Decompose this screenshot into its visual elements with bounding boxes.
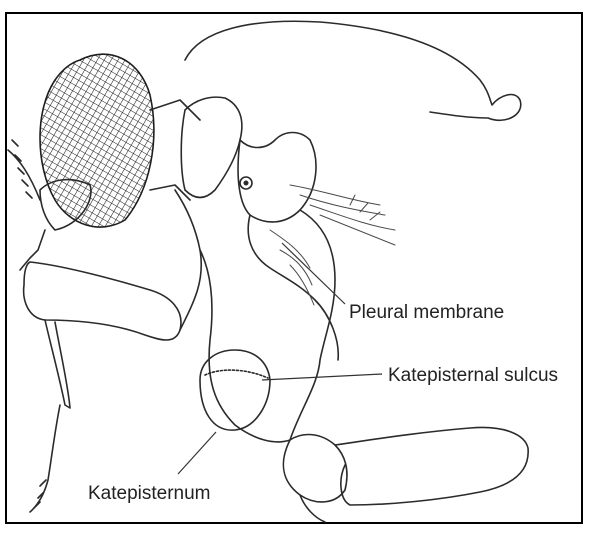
spiracle-inner [244, 181, 249, 186]
label-katepisternal-sulcus: Katepisternal sulcus [388, 365, 558, 386]
mid-pleuron [200, 250, 290, 442]
fore-tarsus [30, 405, 60, 512]
anepisternum [238, 133, 316, 222]
coxa [175, 190, 201, 330]
katepisternum-plate [200, 350, 270, 430]
hind-trochanter [300, 495, 325, 522]
label-katepisternum: Katepisternum [88, 483, 211, 504]
bristles [290, 185, 395, 245]
neck [150, 100, 200, 200]
postpronotum [181, 97, 242, 197]
antenna [8, 140, 40, 200]
leader-katepisternum [178, 432, 216, 474]
leader-katepisternal-sulcus [262, 374, 382, 380]
hind-femur [335, 427, 528, 505]
katepisternal-sulcus-line [205, 370, 268, 378]
compound-eye [40, 54, 154, 227]
meron [290, 210, 335, 440]
fore-tibia [45, 320, 70, 408]
label-pleural-membrane: Pleural membrane [349, 302, 504, 323]
